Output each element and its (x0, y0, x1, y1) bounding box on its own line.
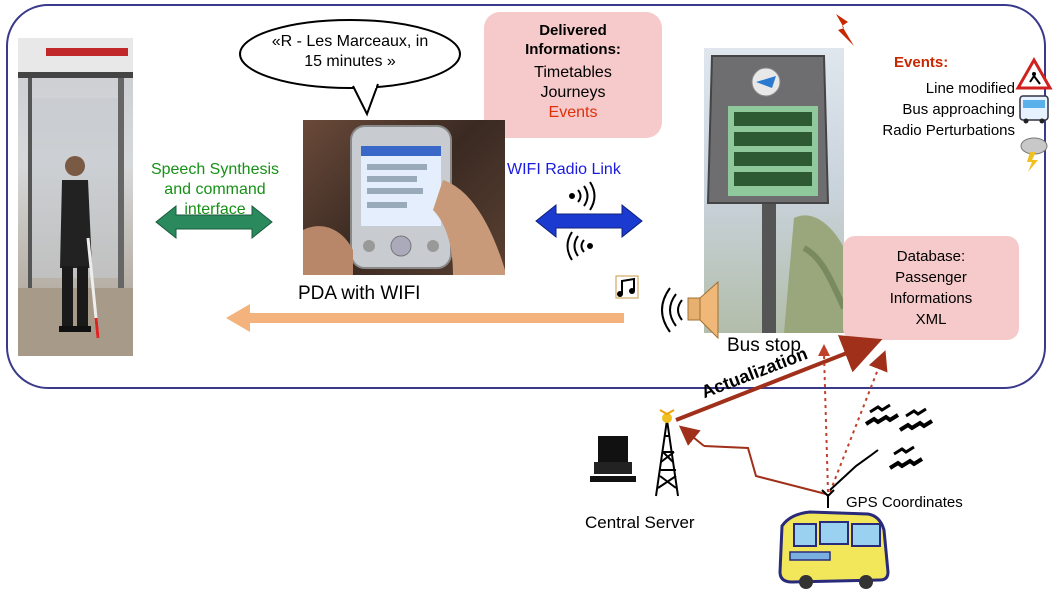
user-photo (18, 38, 133, 356)
roadwork-warning-icon (1015, 56, 1053, 90)
database-line-2: Passenger (895, 269, 967, 286)
database-box: Database: Passenger Informations XML (843, 236, 1019, 340)
database-line-4: XML (915, 311, 947, 328)
bus-to-busstop-dotted-arrow (818, 344, 830, 493)
events-list: Line modified Bus approaching Radio Pert… (840, 78, 1015, 141)
gps-antenna-icon (821, 449, 879, 508)
database-line-3: Informations (889, 290, 973, 307)
database-line-1: Database: (896, 248, 966, 265)
bus-stop-label: Bus stop (727, 335, 801, 356)
delivered-title-2: Informations: (525, 41, 621, 58)
bus-to-database-dotted-arrow (829, 350, 888, 493)
bus-approaching-icon (1019, 95, 1049, 124)
speech-interface-arrow (155, 204, 273, 240)
event-radio-perturbations: Radio Perturbations (882, 122, 1015, 139)
gps-satellite-signals (864, 403, 934, 470)
computer-icon (590, 436, 636, 482)
delivered-title-1: Delivered (539, 22, 607, 39)
pda-photo (303, 120, 505, 275)
storm-cloud-icon (1020, 137, 1048, 172)
speech-synthesis-label: Speech Synthesis and command interface (135, 160, 295, 220)
events-title: Events: (894, 54, 949, 71)
speech-line-2: 15 minutes » (304, 53, 396, 70)
speaker-icon (661, 280, 719, 340)
wifi-link-arrow (535, 203, 643, 239)
central-server-label: Central Server (585, 513, 695, 532)
speech-synthesis-line-2: and command (164, 181, 266, 198)
wifi-radio-link-label: WIFI Radio Link (507, 161, 621, 178)
delivered-informations-box: Delivered Informations: Timetables Journ… (484, 12, 662, 138)
delivered-item-timetables: Timetables (534, 64, 612, 81)
bus-stop-photo (704, 48, 844, 333)
speech-bubble-text: «R - Les Marceaux, in 15 minutes » (250, 32, 450, 72)
actualization-arrow (675, 335, 883, 422)
lightning-icon (836, 14, 854, 46)
music-note-icon (615, 275, 639, 299)
event-line-modified: Line modified (925, 80, 1015, 97)
speech-synthesis-line-3: interface (184, 201, 246, 218)
delivered-item-journeys: Journeys (540, 84, 606, 101)
audio-output-arrow (226, 304, 624, 332)
speech-synthesis-line-1: Speech Synthesis (150, 161, 280, 178)
bus-icon (778, 510, 890, 589)
gps-coordinates-label: GPS Coordinates (846, 494, 963, 511)
bus-to-server-arrow (678, 425, 827, 495)
radio-tower-icon (655, 419, 679, 497)
delivered-item-events: Events (548, 104, 598, 121)
event-bus-approaching: Bus approaching (902, 101, 1015, 118)
pda-label: PDA with WIFI (298, 283, 421, 304)
system-boundary (6, 4, 1046, 389)
tower-signal-icon (659, 409, 675, 423)
wifi-signal-icon (566, 181, 596, 261)
speech-line-1: «R - Les Marceaux, in (271, 33, 429, 50)
